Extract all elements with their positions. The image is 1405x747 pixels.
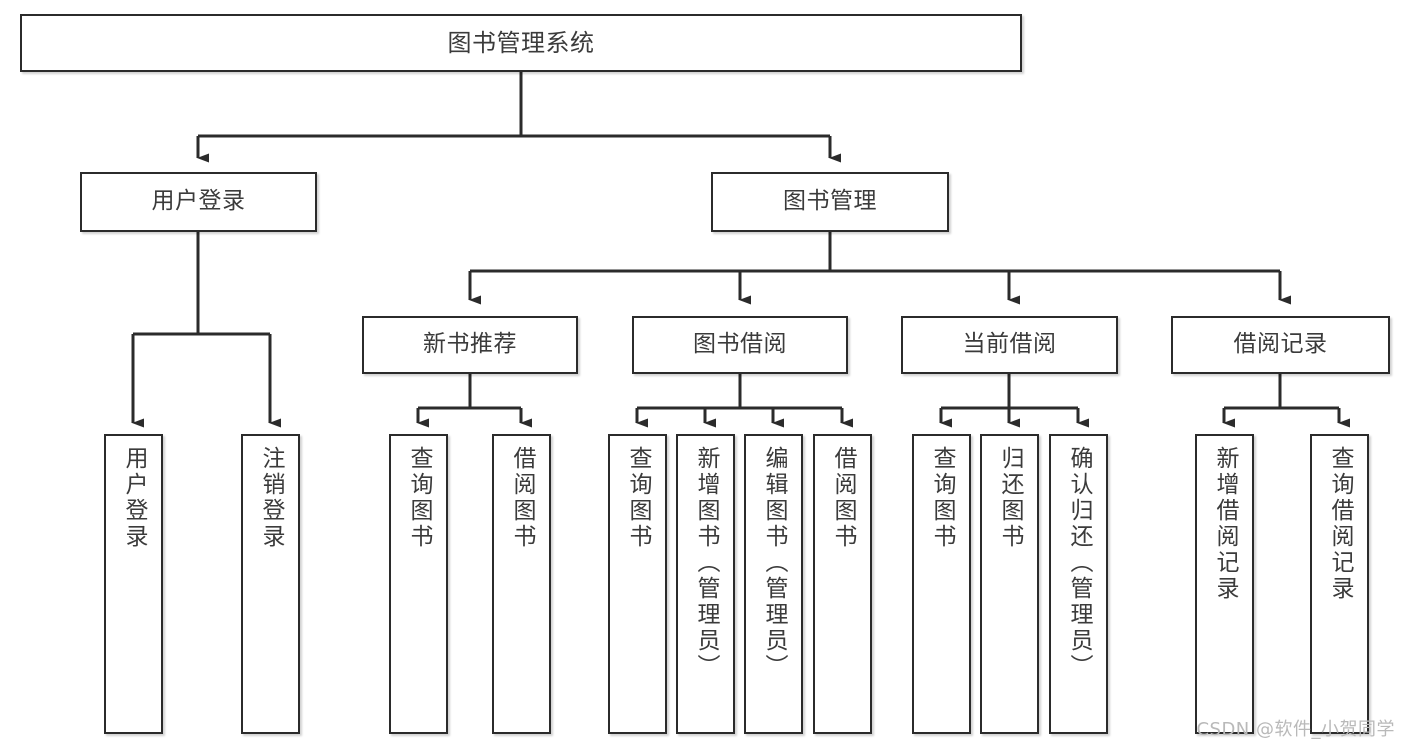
leaf-record-add-record[interactable]: 新增借阅记录 (1195, 434, 1254, 734)
node-label: 新增图书（管理员） (693, 446, 719, 680)
node-label: 确认归还（管理员） (1066, 446, 1092, 680)
leaf-current-return-book[interactable]: 归还图书 (980, 434, 1039, 734)
leaf-current-query-book[interactable]: 查询图书 (912, 434, 971, 734)
leaf-new-book-borrow-book[interactable]: 借阅图书 (492, 434, 551, 734)
leaf-record-query-record[interactable]: 查询借阅记录 (1310, 434, 1369, 734)
leaf-borrow-query-book[interactable]: 查询图书 (608, 434, 667, 734)
leaf-borrow-add-book-admin[interactable]: 新增图书（管理员） (676, 434, 735, 734)
node-label: 当前借阅 (962, 331, 1057, 358)
node-current-borrow[interactable]: 当前借阅 (901, 316, 1118, 374)
node-label: 编辑图书（管理员） (761, 446, 787, 680)
node-label: 查询图书 (625, 446, 651, 550)
node-label: 借阅图书 (509, 446, 535, 550)
leaf-current-confirm-return-admin[interactable]: 确认归还（管理员） (1049, 434, 1108, 734)
node-label: 用户登录 (121, 446, 147, 550)
node-label: 借阅记录 (1233, 331, 1328, 358)
node-label: 归还图书 (997, 446, 1023, 550)
node-label: 图书管理系统 (447, 28, 595, 57)
leaf-new-book-query-book[interactable]: 查询图书 (389, 434, 448, 734)
leaf-borrow-edit-book-admin[interactable]: 编辑图书（管理员） (744, 434, 803, 734)
node-label: 用户登录 (151, 188, 246, 215)
leaf-user-login-logout[interactable]: 注销登录 (241, 434, 300, 734)
node-book-borrow[interactable]: 图书借阅 (632, 316, 848, 374)
node-book-management[interactable]: 图书管理 (711, 172, 949, 232)
node-label: 图书管理 (783, 188, 877, 215)
node-borrow-record[interactable]: 借阅记录 (1171, 316, 1390, 374)
node-label: 查询借阅记录 (1327, 446, 1353, 602)
csdn-watermark: CSDN @软件_小贺同学 (1196, 719, 1395, 740)
leaf-borrow-borrow-book[interactable]: 借阅图书 (813, 434, 872, 734)
node-label: 注销登录 (258, 446, 284, 550)
node-user-login[interactable]: 用户登录 (80, 172, 317, 232)
node-label: 新书推荐 (423, 331, 517, 358)
node-new-book-recommend[interactable]: 新书推荐 (362, 316, 578, 374)
node-label: 图书借阅 (693, 331, 787, 358)
node-root-system[interactable]: 图书管理系统 (20, 14, 1022, 72)
node-label: 借阅图书 (830, 446, 856, 550)
node-label: 新增借阅记录 (1212, 446, 1238, 602)
leaf-user-login-login[interactable]: 用户登录 (104, 434, 163, 734)
node-label: 查询图书 (929, 446, 955, 550)
node-label: 查询图书 (406, 446, 432, 550)
